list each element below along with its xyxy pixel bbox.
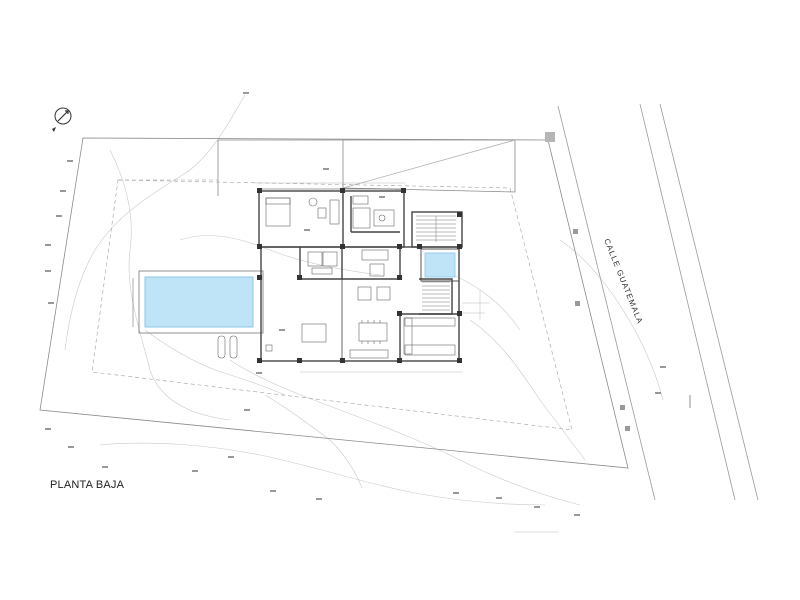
dimension-lines	[255, 182, 490, 373]
setback-line	[91, 179, 573, 431]
structural-columns	[257, 188, 462, 363]
plunge-pool	[420, 248, 460, 282]
site-markers	[545, 132, 630, 431]
drawing-title: PLANTA BAJA	[50, 479, 125, 491]
contour-lines	[64, 94, 664, 506]
compass-icon	[52, 107, 72, 132]
elevation-tags	[45, 92, 666, 516]
property-boundary	[39, 137, 629, 469]
street	[557, 103, 759, 501]
swimming-pool	[132, 270, 264, 334]
staircase	[416, 215, 456, 311]
furniture	[217, 195, 456, 359]
